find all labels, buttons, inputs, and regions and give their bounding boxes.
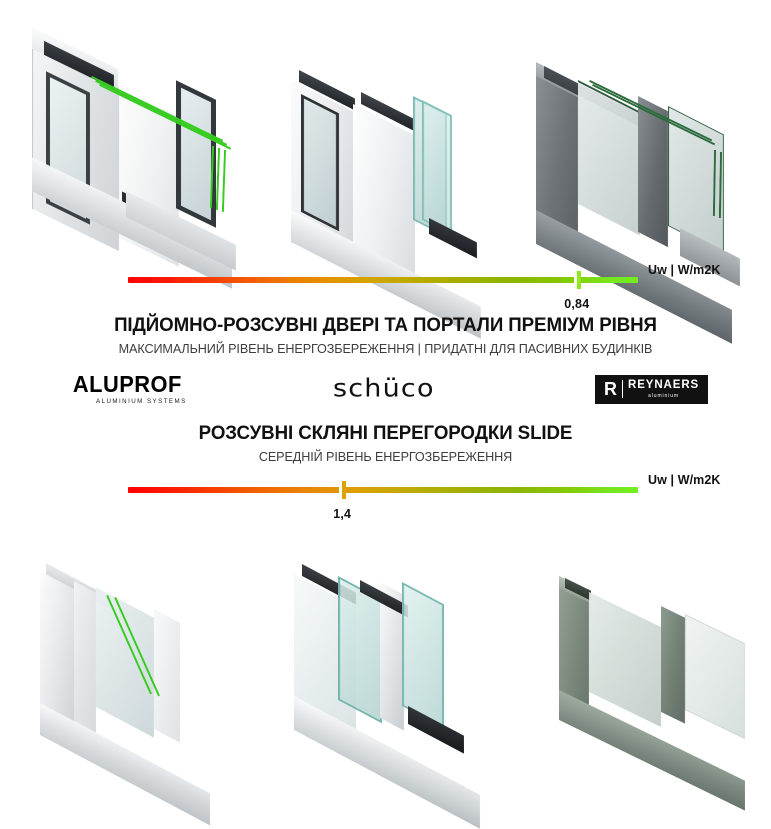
product-image-slide-green-grey bbox=[551, 566, 761, 811]
scale-marker-value-slide: 1,4 bbox=[333, 507, 352, 522]
aluminium-profile-render bbox=[30, 551, 240, 826]
product-image-slide-white-corner bbox=[30, 551, 240, 826]
aluminium-profile-render bbox=[530, 50, 755, 344]
reynaers-text-group: REYNAERS aluminium bbox=[628, 380, 699, 399]
reynaers-wordmark: REYNAERS bbox=[628, 379, 700, 392]
reynaers-tagline: aluminium bbox=[648, 392, 679, 399]
section-title-slide: РОЗСУВНІ СКЛЯНІ ПЕРЕГОРОДКИ SLIDE bbox=[198, 422, 573, 445]
scale-unit-label-premium: Uw | W/m2K bbox=[648, 263, 721, 277]
aluminium-profile-render bbox=[26, 27, 251, 289]
product-image-sliding-portal-anthracite bbox=[530, 50, 755, 344]
brand-logo-schuco: schüco bbox=[333, 375, 435, 402]
brand-logo-row: ALUPROF ALUMINIUM SYSTEMS schüco R REYNA… bbox=[0, 369, 771, 413]
schuco-wordmark: schüco bbox=[333, 374, 435, 403]
gradient-bar-fill bbox=[128, 487, 638, 494]
heading-premium: ПІДЙОМНО-РОЗСУВНІ ДВЕРІ ТА ПОРТАЛИ ПРЕМІ… bbox=[0, 314, 771, 357]
scale-unit-label-slide: Uw | W/m2K bbox=[648, 473, 721, 488]
gradient-bar-slide: 1,4 bbox=[128, 481, 638, 521]
brand-logo-aluprof: ALUPROF ALUMINIUM SYSTEMS bbox=[68, 371, 187, 406]
gradient-bar-fill bbox=[128, 277, 638, 283]
aluprof-tagline: ALUMINIUM SYSTEMS bbox=[96, 398, 187, 406]
product-image-row-top bbox=[0, 0, 771, 344]
scale-marker-slide bbox=[342, 481, 347, 500]
section-title-premium: ПІДЙОМНО-РОЗСУВНІ ДВЕРІ ТА ПОРТАЛИ ПРЕМІ… bbox=[114, 314, 657, 336]
section-subtitle-slide: СЕРЕДНІЙ РІВЕНЬ ЕНЕРГОЗБЕРЕЖЕННЯ bbox=[258, 448, 513, 464]
reynaers-monogram: R bbox=[604, 380, 623, 399]
product-image-row-bottom bbox=[0, 521, 771, 829]
scale-marker-premium bbox=[576, 271, 581, 289]
scale-marker-value-premium: 0,84 bbox=[564, 297, 590, 311]
aluminium-profile-render bbox=[288, 546, 503, 829]
product-image-sliding-door-silver bbox=[283, 50, 498, 339]
aluminium-profile-render bbox=[551, 566, 761, 811]
energy-scale-slide: 1,4 Uw | W/m2K bbox=[0, 473, 771, 521]
energy-scale-premium: 0,84 Uw | W/m2K bbox=[0, 263, 771, 311]
product-image-lift-and-slide-white bbox=[26, 27, 251, 289]
brand-logo-reynaers: R REYNAERS aluminium bbox=[595, 375, 709, 404]
section-subtitle-premium: МАКСИМАЛЬНИЙ РІВЕНЬ ЕНЕРГОЗБЕРЕЖЕННЯ | П… bbox=[118, 340, 653, 356]
aluprof-wordmark: ALUPROF bbox=[72, 371, 182, 398]
aluminium-profile-render bbox=[283, 50, 498, 339]
heading-slide: РОЗСУВНІ СКЛЯНІ ПЕРЕГОРОДКИ SLIDE СЕРЕДН… bbox=[0, 422, 771, 465]
gradient-bar-premium: 0,84 bbox=[128, 271, 638, 311]
product-image-slide-double-glazed bbox=[288, 546, 503, 829]
